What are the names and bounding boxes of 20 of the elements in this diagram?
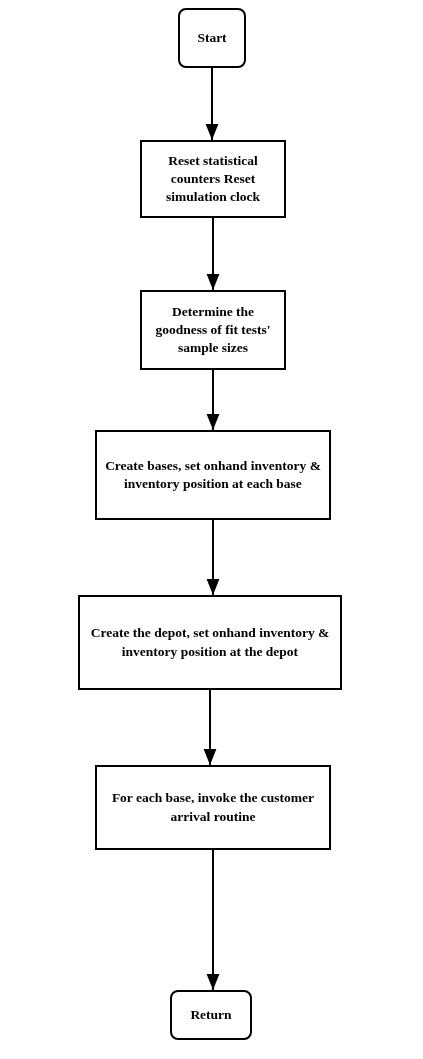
box-text: Create bases, set onhand inventory & inventory position at each base [105, 456, 321, 493]
process-box [140, 290, 286, 370]
box-text: Create the depot, set onhand inventory & inventory position at the depot [89, 624, 331, 661]
box-text: For each base, invoke the customer arrival routine [110, 789, 316, 826]
arrow [206, 217, 220, 291]
box-text: Reset statistical counters Reset simulation clock [164, 151, 262, 207]
arrow [205, 67, 219, 141]
box-text: Return [190, 1005, 232, 1024]
terminal-box [170, 990, 252, 1040]
process-box [95, 430, 331, 520]
process-box [78, 595, 342, 690]
box-text: Determine the goodness of fit tests' sample sizes [154, 302, 272, 358]
arrow [203, 689, 217, 766]
process-box [95, 765, 331, 850]
arrow [206, 849, 220, 991]
arrow [206, 519, 220, 596]
arrow [206, 369, 220, 431]
terminal-box [178, 8, 246, 68]
process-box [140, 140, 286, 218]
box-text: Start [197, 28, 227, 47]
